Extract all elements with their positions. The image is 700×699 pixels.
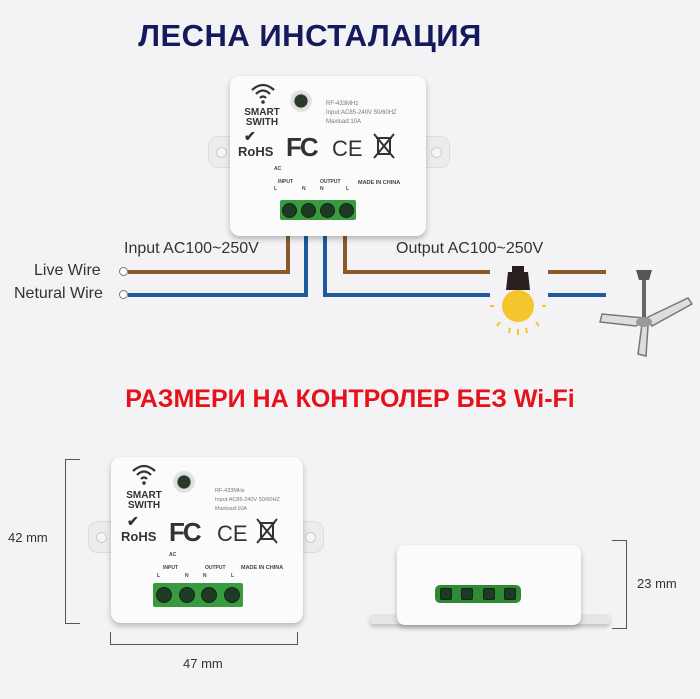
pairing-button[interactable]	[173, 471, 195, 493]
weee-bin-icon	[373, 133, 395, 159]
input-label: INPUT	[278, 179, 293, 185]
side-terminal-block	[435, 585, 521, 603]
live-wire-input	[128, 270, 290, 274]
spec-input: Input:AC85-240V 50/60HZ	[215, 497, 280, 503]
neutral-wire-input-riser	[304, 210, 308, 297]
depth-label: 23 mm	[637, 576, 677, 591]
rohs-mark: RoHS	[121, 529, 157, 544]
pairing-button[interactable]	[290, 90, 312, 112]
made-in-label: MADE IN CHINA	[358, 180, 401, 186]
terminal-label-n2: N	[320, 186, 324, 192]
smart-switch-module: SMART SWITH RF-433MHz Input:AC85-240V 50…	[230, 76, 426, 236]
spec-rf: RF-433MHz	[215, 488, 245, 494]
height-bracket	[65, 459, 80, 624]
made-in-label: MADE IN CHINA	[241, 565, 284, 571]
output-label: OUTPUT	[320, 179, 341, 185]
brand-line-1: SMART	[244, 107, 280, 118]
ce-mark: CE	[332, 136, 363, 161]
neutral-wire-endpoint	[119, 290, 128, 299]
terminal-block	[153, 583, 243, 607]
spec-input: Input:AC85-240V 50/60HZ	[326, 110, 397, 116]
dimensions-title: РАЗМЕРИ НА КОНТРОЛЕР БЕЗ Wi-Fi	[125, 385, 575, 413]
live-wire-output	[343, 270, 490, 274]
terminal-screw	[223, 587, 240, 603]
ce-mark: CE	[217, 521, 248, 546]
fcc-mark: FC	[286, 132, 319, 162]
live-wire-output-riser	[343, 210, 347, 274]
terminal-opening	[461, 588, 474, 600]
neutral-wire-output-riser	[323, 210, 327, 297]
input-voltage-label: Input AC100~250V	[124, 240, 259, 257]
spec-maxload: Maxload:10A	[326, 119, 362, 125]
depth-bracket	[612, 540, 627, 629]
height-label: 42 mm	[8, 530, 48, 545]
ceiling-fan-icon	[599, 270, 694, 357]
output-label: OUTPUT	[205, 565, 226, 571]
input-label: INPUT	[163, 565, 178, 571]
fcc-mark: FC	[169, 517, 202, 547]
terminal-screw	[320, 202, 335, 218]
spec-maxload: Maxload:10A	[215, 506, 248, 512]
width-bracket	[110, 632, 298, 645]
neutral-wire-input	[128, 293, 308, 297]
live-wire-fan	[548, 270, 606, 274]
width-label: 47 mm	[183, 656, 223, 671]
terminal-opening	[439, 588, 452, 600]
wifi-icon	[132, 464, 156, 485]
neutral-wire-label: Netural Wire	[14, 285, 103, 302]
terminal-label-l1: L	[274, 186, 278, 192]
live-wire-input-riser	[286, 210, 290, 274]
checkmark-icon: ✔	[244, 128, 256, 144]
terminal-opening	[504, 588, 517, 600]
terminal-label-l1: L	[157, 573, 161, 579]
brand-line-2: SWITH	[127, 500, 161, 511]
ac-label: AC	[169, 552, 177, 558]
smart-switch-module-side	[397, 545, 581, 625]
terminal-label-l2: L	[231, 573, 235, 579]
page-title: ЛЕСНА ИНСТАЛАЦИЯ	[138, 18, 482, 53]
terminal-screw	[282, 202, 297, 218]
terminal-label-n1: N	[185, 573, 189, 579]
terminal-screw	[156, 587, 173, 603]
brand-line-1: SMART	[126, 490, 162, 501]
terminal-opening	[482, 588, 495, 600]
live-wire-endpoint	[119, 267, 128, 276]
smart-switch-module-front: SMART SWITH RF-433MHz Input:AC85-240V 50…	[111, 457, 303, 623]
terminal-label-l2: L	[346, 186, 350, 192]
terminal-screw	[201, 587, 218, 603]
brand-line-2: SWITH	[245, 117, 279, 128]
terminal-label-n1: N	[302, 186, 306, 192]
spec-rf: RF-433MHz	[326, 101, 359, 107]
wifi-icon	[251, 83, 275, 104]
terminal-screw	[339, 202, 354, 218]
weee-bin-icon	[256, 518, 278, 544]
light-bulb-icon	[490, 266, 546, 335]
live-wire-label: Live Wire	[34, 262, 101, 279]
neutral-wire-fan	[548, 293, 606, 297]
terminal-screw	[301, 202, 316, 218]
terminal-label-n2: N	[203, 573, 207, 579]
terminal-block	[280, 200, 356, 220]
checkmark-icon: ✔	[127, 513, 139, 529]
output-voltage-label: Output AC100~250V	[396, 240, 544, 257]
ac-label: AC	[274, 166, 282, 172]
terminal-screw	[178, 587, 195, 603]
neutral-wire-output	[323, 293, 490, 297]
rohs-mark: RoHS	[238, 144, 274, 159]
